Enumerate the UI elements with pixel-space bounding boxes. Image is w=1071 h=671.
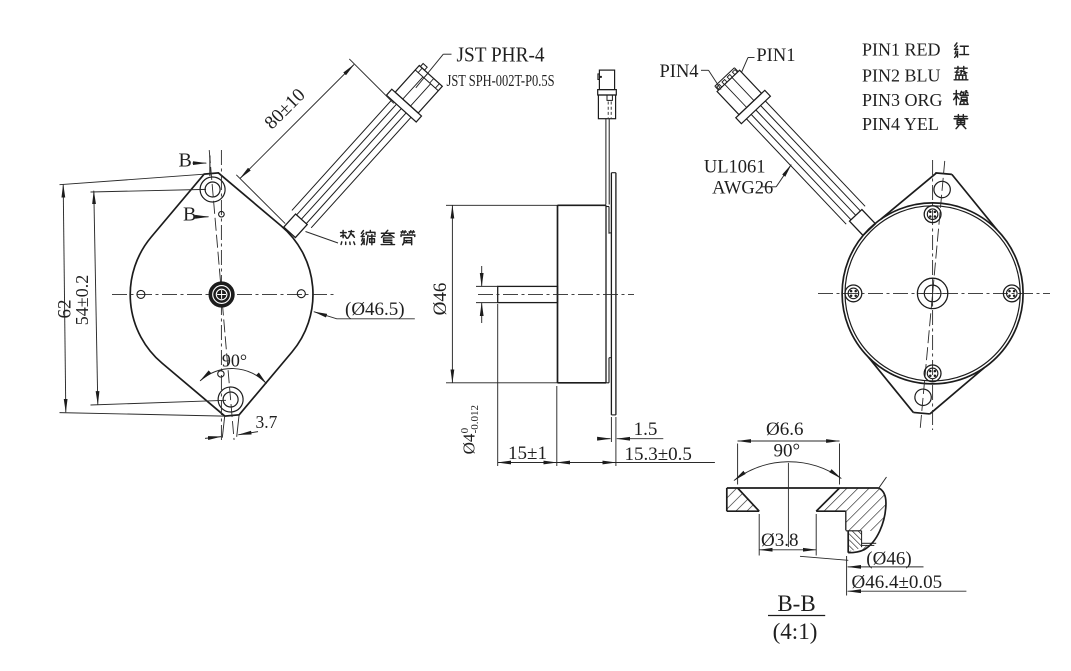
svg-text:(Ø46): (Ø46) <box>866 549 911 570</box>
svg-text:62: 62 <box>55 300 76 319</box>
svg-text:3.7: 3.7 <box>256 412 278 432</box>
svg-text:PIN1: PIN1 <box>756 46 795 66</box>
svg-text:90°: 90° <box>774 441 801 462</box>
svg-text:PIN2 BLU: PIN2 BLU <box>862 65 941 85</box>
svg-text:Ø46.4±0.05: Ø46.4±0.05 <box>852 572 943 593</box>
svg-text:B-B: B-B <box>777 591 815 616</box>
svg-text:PIN4: PIN4 <box>660 62 699 82</box>
svg-text:UL1061: UL1061 <box>704 157 766 177</box>
svg-text:(Ø46.5): (Ø46.5) <box>345 299 405 320</box>
svg-text:(4:1): (4:1) <box>773 619 818 644</box>
svg-text:B: B <box>179 150 192 172</box>
svg-text:0: 0 <box>459 427 471 433</box>
svg-text:90°: 90° <box>222 351 247 371</box>
svg-text:PIN3 ORG: PIN3 ORG <box>862 90 943 110</box>
svg-text:1.5: 1.5 <box>634 419 658 440</box>
svg-text:Ø6.6: Ø6.6 <box>766 419 803 440</box>
svg-text:-0.012: -0.012 <box>469 405 481 433</box>
svg-text:JST SPH-002T-P0.5S: JST SPH-002T-P0.5S <box>447 71 555 90</box>
svg-text:15±1: 15±1 <box>508 443 547 464</box>
svg-text:15.3±0.5: 15.3±0.5 <box>625 444 692 465</box>
svg-text:B: B <box>183 204 196 226</box>
svg-text:Ø3.8: Ø3.8 <box>761 530 798 551</box>
svg-text:PIN1 RED: PIN1 RED <box>862 39 941 59</box>
svg-text:PIN4 YEL: PIN4 YEL <box>862 114 939 134</box>
svg-text:Ø4: Ø4 <box>460 433 479 454</box>
svg-text:54±0.2: 54±0.2 <box>72 275 92 325</box>
svg-text:AWG26: AWG26 <box>712 179 773 199</box>
svg-text:JST PHR-4: JST PHR-4 <box>457 43 545 67</box>
svg-text:Ø46: Ø46 <box>430 283 451 316</box>
